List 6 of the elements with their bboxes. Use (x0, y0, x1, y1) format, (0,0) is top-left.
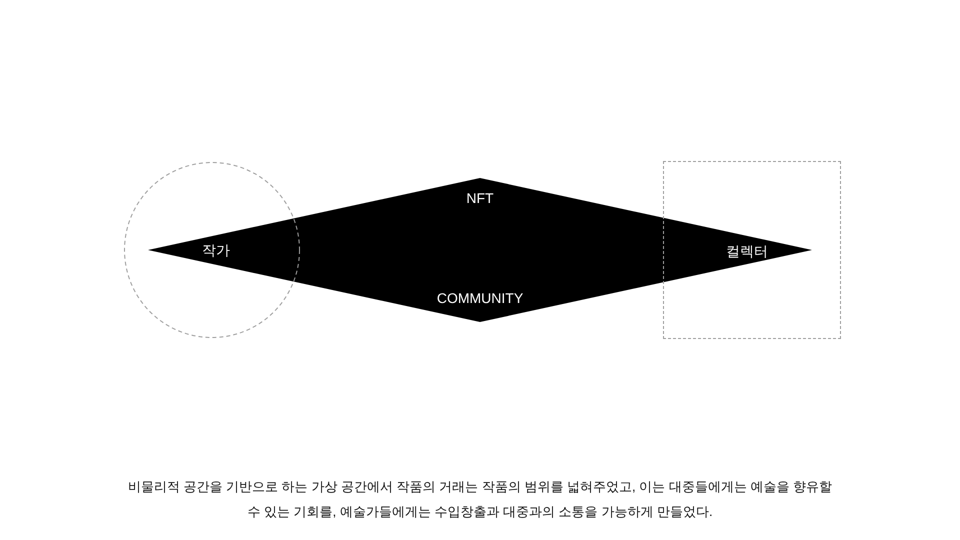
node-label: 작가 (202, 243, 230, 257)
caption: 비물리적 공간을 기반으로 하는 가상 공간에서 작품의 거래는 작품의 범위를 넓혀주었고, 이는 대중들에게는 예술을 향유할 수 있는 기회를, 예술가들에게는 수입창출과 대중과의 소통을 가능하게 만들었다. (126, 478, 834, 521)
node-label: 컬렉터 (726, 244, 768, 258)
diamond-label: NFT (466, 191, 494, 205)
dashed-square (663, 161, 841, 339)
diamond-label: COMMUNITY (436, 291, 524, 305)
